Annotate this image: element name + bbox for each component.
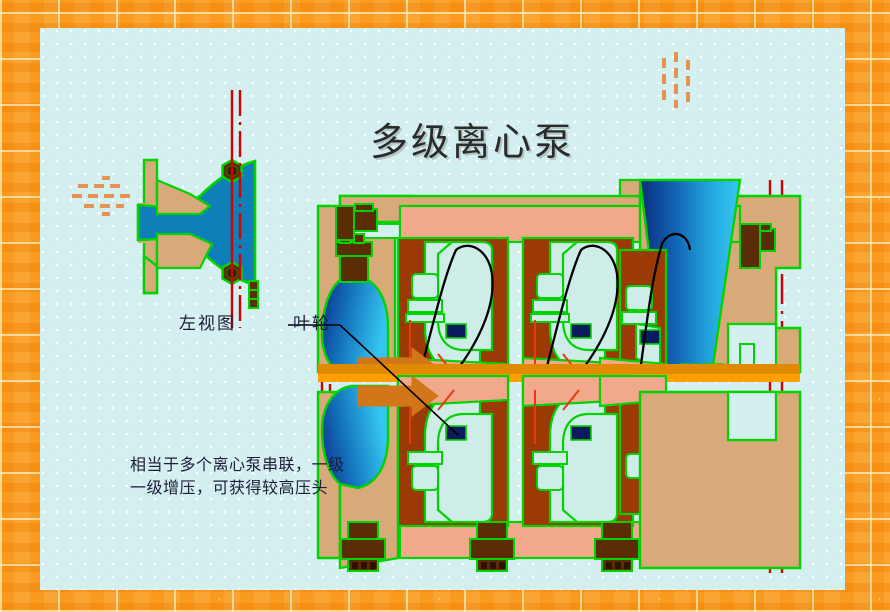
- section-top-half: [316, 178, 802, 390]
- page-title: 多级离心泵: [370, 120, 576, 164]
- inlet-flow-arrow: [72, 176, 130, 216]
- outlet-flow-arrow: [662, 52, 690, 108]
- pump-cutaway-diagram: [72, 52, 802, 573]
- section-bottom-half: [316, 374, 802, 570]
- slide-panel: 多级离心泵 左视图 叶轮 相当于多个离心泵串联，一级一级增压，可获得较高压头: [40, 28, 845, 590]
- first-stage-impeller-bottom: [320, 384, 390, 490]
- explanatory-caption: 相当于多个离心泵串联，一级一级增压，可获得较高压头: [130, 455, 345, 498]
- stage-flow-arrow-bottom: [357, 374, 439, 418]
- label-impeller: 叶轮: [293, 314, 331, 334]
- label-left-view: 左视图: [179, 314, 236, 334]
- flow-curve: [418, 244, 494, 375]
- impeller-leader-diagonal: [339, 324, 459, 436]
- shaft-band-upper: [318, 364, 800, 374]
- left-view-assembly: [136, 158, 259, 309]
